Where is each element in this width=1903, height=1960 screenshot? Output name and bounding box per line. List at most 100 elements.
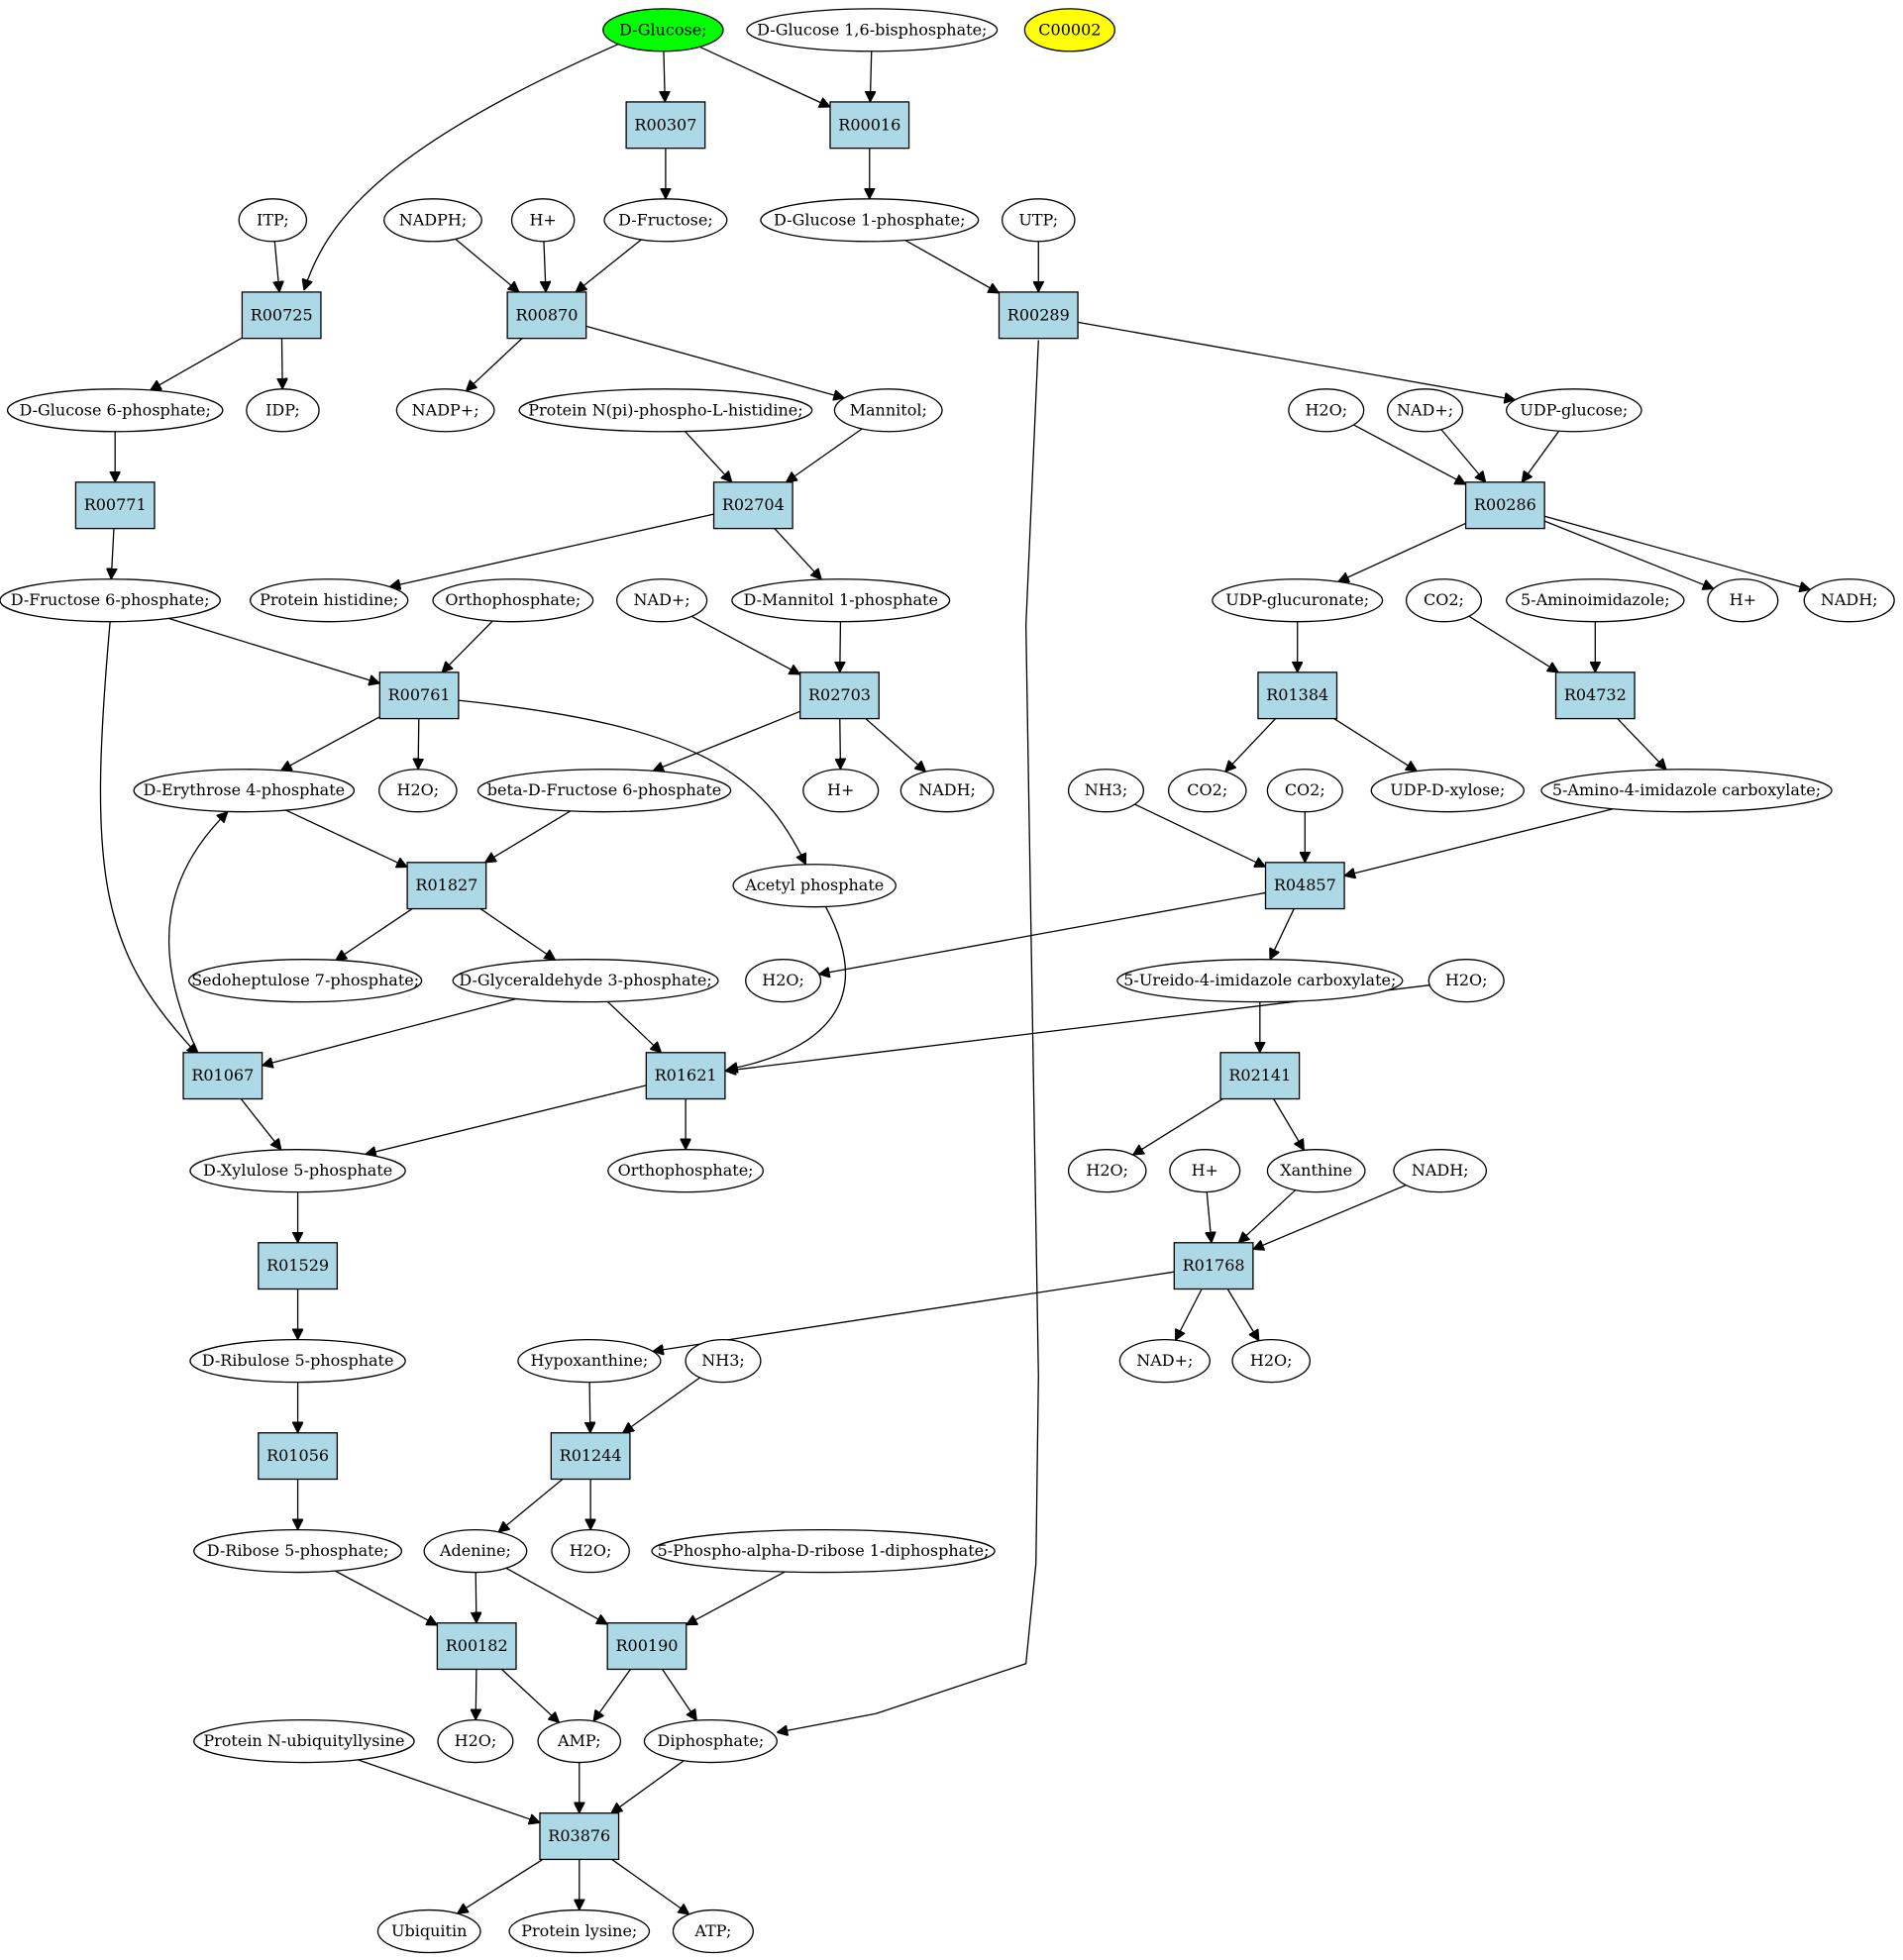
compound-label: H2O; [1250, 1351, 1293, 1370]
compound-node: UDP-glucuronate; [1212, 578, 1384, 623]
edge-R02703-to-nadh2 [865, 718, 926, 773]
reaction-label: R01384 [1266, 685, 1328, 704]
compound-ellipse [508, 1908, 651, 1954]
reaction-node: R00725 [241, 291, 322, 340]
edge-R01827-to-g3p [479, 908, 556, 961]
compound-node: NH3; [1067, 769, 1145, 813]
reaction-box [436, 1622, 517, 1671]
compound-ellipse [395, 388, 495, 433]
edge-itp-to-R00725 [274, 241, 279, 292]
compound-node: 5-Phospho-alpha-D-ribose 1-diphosphate; [651, 1528, 996, 1574]
edge-R00771-to-f6p [111, 528, 114, 579]
compound-node: Diphosphate; [643, 1718, 778, 1764]
reaction-node: R00016 [829, 101, 910, 150]
compound-node: UDP-D-xylose; [1370, 769, 1525, 813]
compound-ellipse [672, 1908, 754, 1954]
compound-ellipse [517, 1339, 662, 1384]
compound-node: D-Glucose 1-phosphate; [760, 198, 980, 243]
reaction-box [1464, 481, 1545, 530]
edge-h2o_a-to-R00286 [1353, 424, 1465, 484]
compound-label: H2O; [762, 971, 804, 989]
compound-label: CO2; [1285, 780, 1325, 799]
compound-label: H+ [827, 780, 854, 799]
compound-ellipse [1266, 769, 1343, 813]
compound-ellipse [246, 388, 320, 433]
compound-ellipse [1505, 578, 1685, 623]
compound-node: IDP; [246, 388, 320, 433]
edge-R03876-to-atp [611, 1858, 689, 1913]
reaction-label: R02704 [722, 495, 785, 514]
edge-r5p-to-R00182 [334, 1570, 437, 1625]
compound-node: H2O; [1067, 1149, 1147, 1193]
compound-ellipse [193, 1528, 403, 1574]
compound-ellipse [476, 769, 732, 813]
compound-ellipse [378, 769, 458, 813]
compound-node: Protein lysine; [508, 1908, 651, 1954]
reaction-node: R00870 [506, 291, 587, 340]
compound-ellipse [1169, 1149, 1241, 1193]
reaction-label: R01827 [415, 876, 477, 894]
compound-label: NH3; [1085, 780, 1128, 799]
compound-label: NADP+; [412, 400, 479, 419]
reaction-label: R00016 [838, 115, 900, 134]
compound-node: C00002 [1023, 8, 1115, 52]
compound-label: NAD+; [634, 590, 690, 609]
reaction-label: R00771 [84, 495, 147, 514]
reaction-label: R01056 [266, 1446, 329, 1465]
edge-R04857-to-uicarb [1270, 908, 1295, 960]
compound-node: Xanthine [1266, 1149, 1366, 1193]
edge-protub-to-R03876 [357, 1759, 540, 1823]
edge-fru-to-R00870 [576, 239, 642, 292]
compound-ellipse [510, 198, 576, 243]
reaction-box [1264, 862, 1345, 910]
compound-ellipse [452, 959, 719, 1003]
compound-ellipse [189, 1149, 406, 1193]
reaction-node: R01056 [258, 1432, 339, 1481]
compound-node: D-Erythrose 4-phosphate [133, 769, 356, 813]
reaction-node: R03876 [539, 1812, 620, 1861]
reaction-node: R01384 [1257, 671, 1338, 720]
reaction-label: R01067 [191, 1066, 254, 1084]
compound-ellipse [1405, 578, 1483, 623]
compound-ellipse [376, 1908, 481, 1954]
compound-node: Acetyl phosphate [732, 864, 897, 908]
edge-f6p-to-R01067 [99, 621, 197, 1055]
edge-R00190-to-amp [593, 1669, 631, 1720]
edge-R00870-to-mannitol [585, 325, 845, 398]
reaction-node: R02704 [712, 481, 793, 530]
compound-node: D-Ribose 5-phosphate; [193, 1528, 403, 1574]
compound-node: NADH; [1393, 1149, 1488, 1193]
reaction-node: R00182 [436, 1622, 517, 1671]
reaction-label: R01768 [1183, 1256, 1245, 1275]
compound-node: D-Ribulose 5-phosphate [189, 1339, 406, 1384]
compound-ellipse [249, 578, 409, 623]
compound-label: IDP; [265, 400, 300, 419]
compound-label: H2O; [1305, 400, 1347, 419]
edge-R02703-to-hplus3 [840, 718, 841, 770]
compound-node: H+ [1707, 578, 1779, 623]
edge-R00725-to-g6p [151, 337, 243, 390]
compound-ellipse [602, 8, 724, 52]
compound-label: UDP-glucuronate; [1225, 590, 1369, 609]
compound-node: NAD+; [1387, 388, 1464, 433]
compound-label: UDP-glucose; [1520, 400, 1628, 419]
compound-ellipse [133, 769, 356, 813]
compound-label: 5-Ureido-4-imidazole carboxylate; [1123, 971, 1396, 989]
compound-node: NADH; [899, 769, 995, 813]
compound-node: H2O; [1427, 959, 1505, 1003]
compound-label: NADH; [1412, 1161, 1469, 1180]
compound-ellipse [1266, 1149, 1366, 1193]
reaction-box [1173, 1242, 1254, 1290]
compound-node: H2O; [1288, 388, 1365, 433]
compound-ellipse [1067, 769, 1145, 813]
compound-ellipse [1167, 769, 1247, 813]
compound-label: ATP; [693, 1921, 731, 1940]
edge-aicarb-to-R04857 [1344, 808, 1614, 877]
reaction-label: R00725 [251, 305, 313, 324]
compound-label: Diphosphate; [658, 1731, 765, 1750]
compound-label: D-Glucose 1,6-bisphosphate; [757, 20, 987, 39]
edge-R00182-to-amp [500, 1668, 559, 1722]
edge-R01768-to-h2o_f [1226, 1289, 1259, 1341]
edge-R00870-to-nadpp [466, 338, 523, 391]
compound-label: H2O; [570, 1541, 612, 1560]
